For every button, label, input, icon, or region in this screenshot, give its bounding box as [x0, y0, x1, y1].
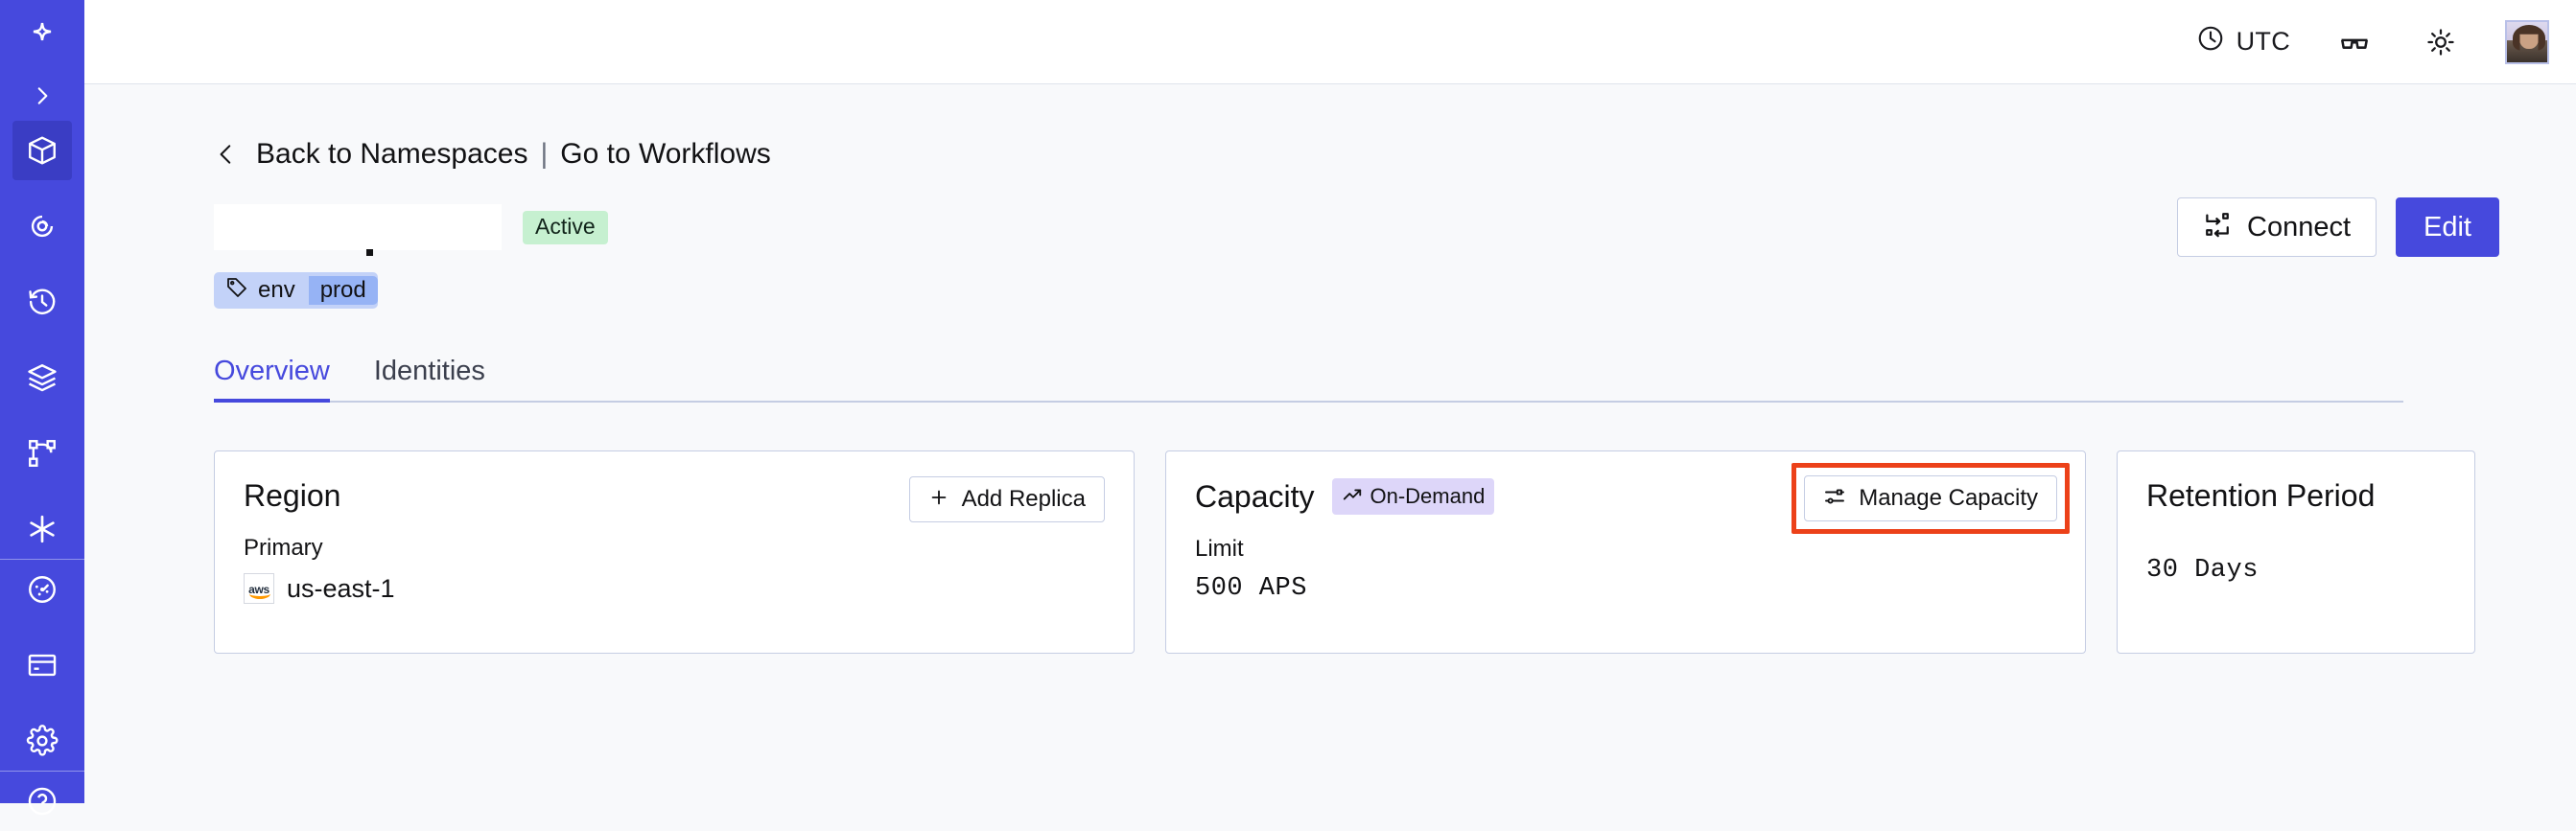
aws-logo-icon: aws [244, 573, 274, 604]
namespace-actions: Connect Edit [2177, 197, 2499, 257]
namespace-tabs: Overview Identities [214, 349, 2403, 403]
sidebar-item-help[interactable] [12, 772, 72, 831]
timezone-selector[interactable]: UTC [2196, 24, 2290, 59]
region-primary-label: Primary [244, 535, 323, 561]
connect-button[interactable]: Connect [2177, 197, 2377, 257]
region-primary-value-row: aws us-east-1 [244, 573, 1105, 604]
glasses-icon[interactable] [2332, 20, 2377, 64]
manage-capacity-button[interactable]: Manage Capacity [1804, 475, 2057, 521]
sidebar-divider-bottom [0, 771, 84, 772]
region-card-title: Region [244, 478, 341, 513]
sun-icon[interactable] [2419, 20, 2463, 64]
namespace-tags: env prod [214, 272, 2576, 309]
on-demand-badge: On-Demand [1331, 478, 1495, 515]
add-replica-button[interactable]: Add Replica [908, 476, 1105, 522]
sidebar-item-observability[interactable] [12, 196, 72, 256]
sidebar-expand-button[interactable] [12, 71, 72, 121]
tag-chip-env[interactable]: env prod [214, 272, 378, 309]
retention-card-title: Retention Period [2146, 478, 2376, 513]
retention-card: Retention Period 30 Days [2117, 450, 2475, 654]
sidebar-item-usage[interactable] [12, 560, 72, 619]
tag-value: prod [308, 276, 378, 305]
retention-period-value: 30 Days [2146, 556, 2259, 585]
edit-button[interactable]: Edit [2396, 197, 2499, 257]
sliders-icon [1823, 485, 1846, 513]
sidebar-nav-secondary [12, 560, 72, 771]
clock-icon [2196, 24, 2225, 59]
top-header-bar: UTC [84, 0, 2576, 84]
sidebar-item-layers[interactable] [12, 348, 72, 407]
sidebar-item-integrations[interactable] [12, 499, 72, 559]
breadcrumb-separator: | [540, 138, 549, 170]
capacity-card-title: Capacity [1195, 478, 1315, 514]
capacity-limit-value: 500 APS [1195, 574, 1307, 603]
timezone-label: UTC [2236, 27, 2290, 56]
namespace-title-row: Active Connect Edit [214, 197, 2576, 257]
namespace-name-redacted [214, 204, 502, 256]
sidebar-item-workflows[interactable] [12, 424, 72, 483]
main-content-area: Back to Namespaces | Go to Workflows Act… [84, 85, 2576, 803]
temporal-star-logo-icon[interactable] [12, 4, 72, 71]
breadcrumb-workflows-link[interactable]: Go to Workflows [560, 138, 771, 170]
sidebar-item-history[interactable] [12, 272, 72, 332]
status-badge: Active [523, 210, 608, 244]
breadcrumb: Back to Namespaces | Go to Workflows [214, 138, 2576, 171]
user-avatar[interactable] [2505, 19, 2549, 64]
sidebar-nav-primary [12, 121, 72, 559]
connect-flow-icon [2203, 210, 2232, 244]
chevron-left-icon[interactable] [214, 139, 239, 170]
tag-key: env [258, 277, 295, 303]
primary-sidebar [0, 0, 84, 816]
tab-identities[interactable]: Identities [373, 356, 485, 386]
region-primary-value: us-east-1 [287, 573, 395, 603]
on-demand-badge-label: On-Demand [1370, 484, 1486, 508]
breadcrumb-back-link[interactable]: Back to Namespaces [256, 138, 528, 170]
manage-capacity-highlight: Manage Capacity [1791, 463, 2070, 534]
connect-button-label: Connect [2247, 211, 2352, 242]
edit-button-label: Edit [2424, 211, 2471, 242]
tag-icon [225, 276, 248, 306]
sidebar-divider-top [0, 559, 84, 560]
region-card: Region Add Replica Primary aws us-east-1 [214, 450, 1135, 654]
add-replica-label: Add Replica [961, 486, 1086, 512]
tab-overview[interactable]: Overview [214, 356, 330, 403]
sidebar-item-namespaces[interactable] [12, 121, 72, 180]
add-replica-action: Add Replica [908, 476, 1105, 522]
sidebar-item-billing[interactable] [12, 635, 72, 695]
trending-up-icon [1342, 484, 1363, 509]
capacity-limit-label: Limit [1195, 536, 1244, 562]
capacity-card: Capacity On-Demand [1165, 450, 2086, 654]
plus-icon [928, 487, 949, 513]
sidebar-item-settings[interactable] [12, 711, 72, 771]
overview-cards: Region Add Replica Primary aws us-east-1 [214, 450, 2576, 654]
manage-capacity-label: Manage Capacity [1859, 485, 2038, 511]
